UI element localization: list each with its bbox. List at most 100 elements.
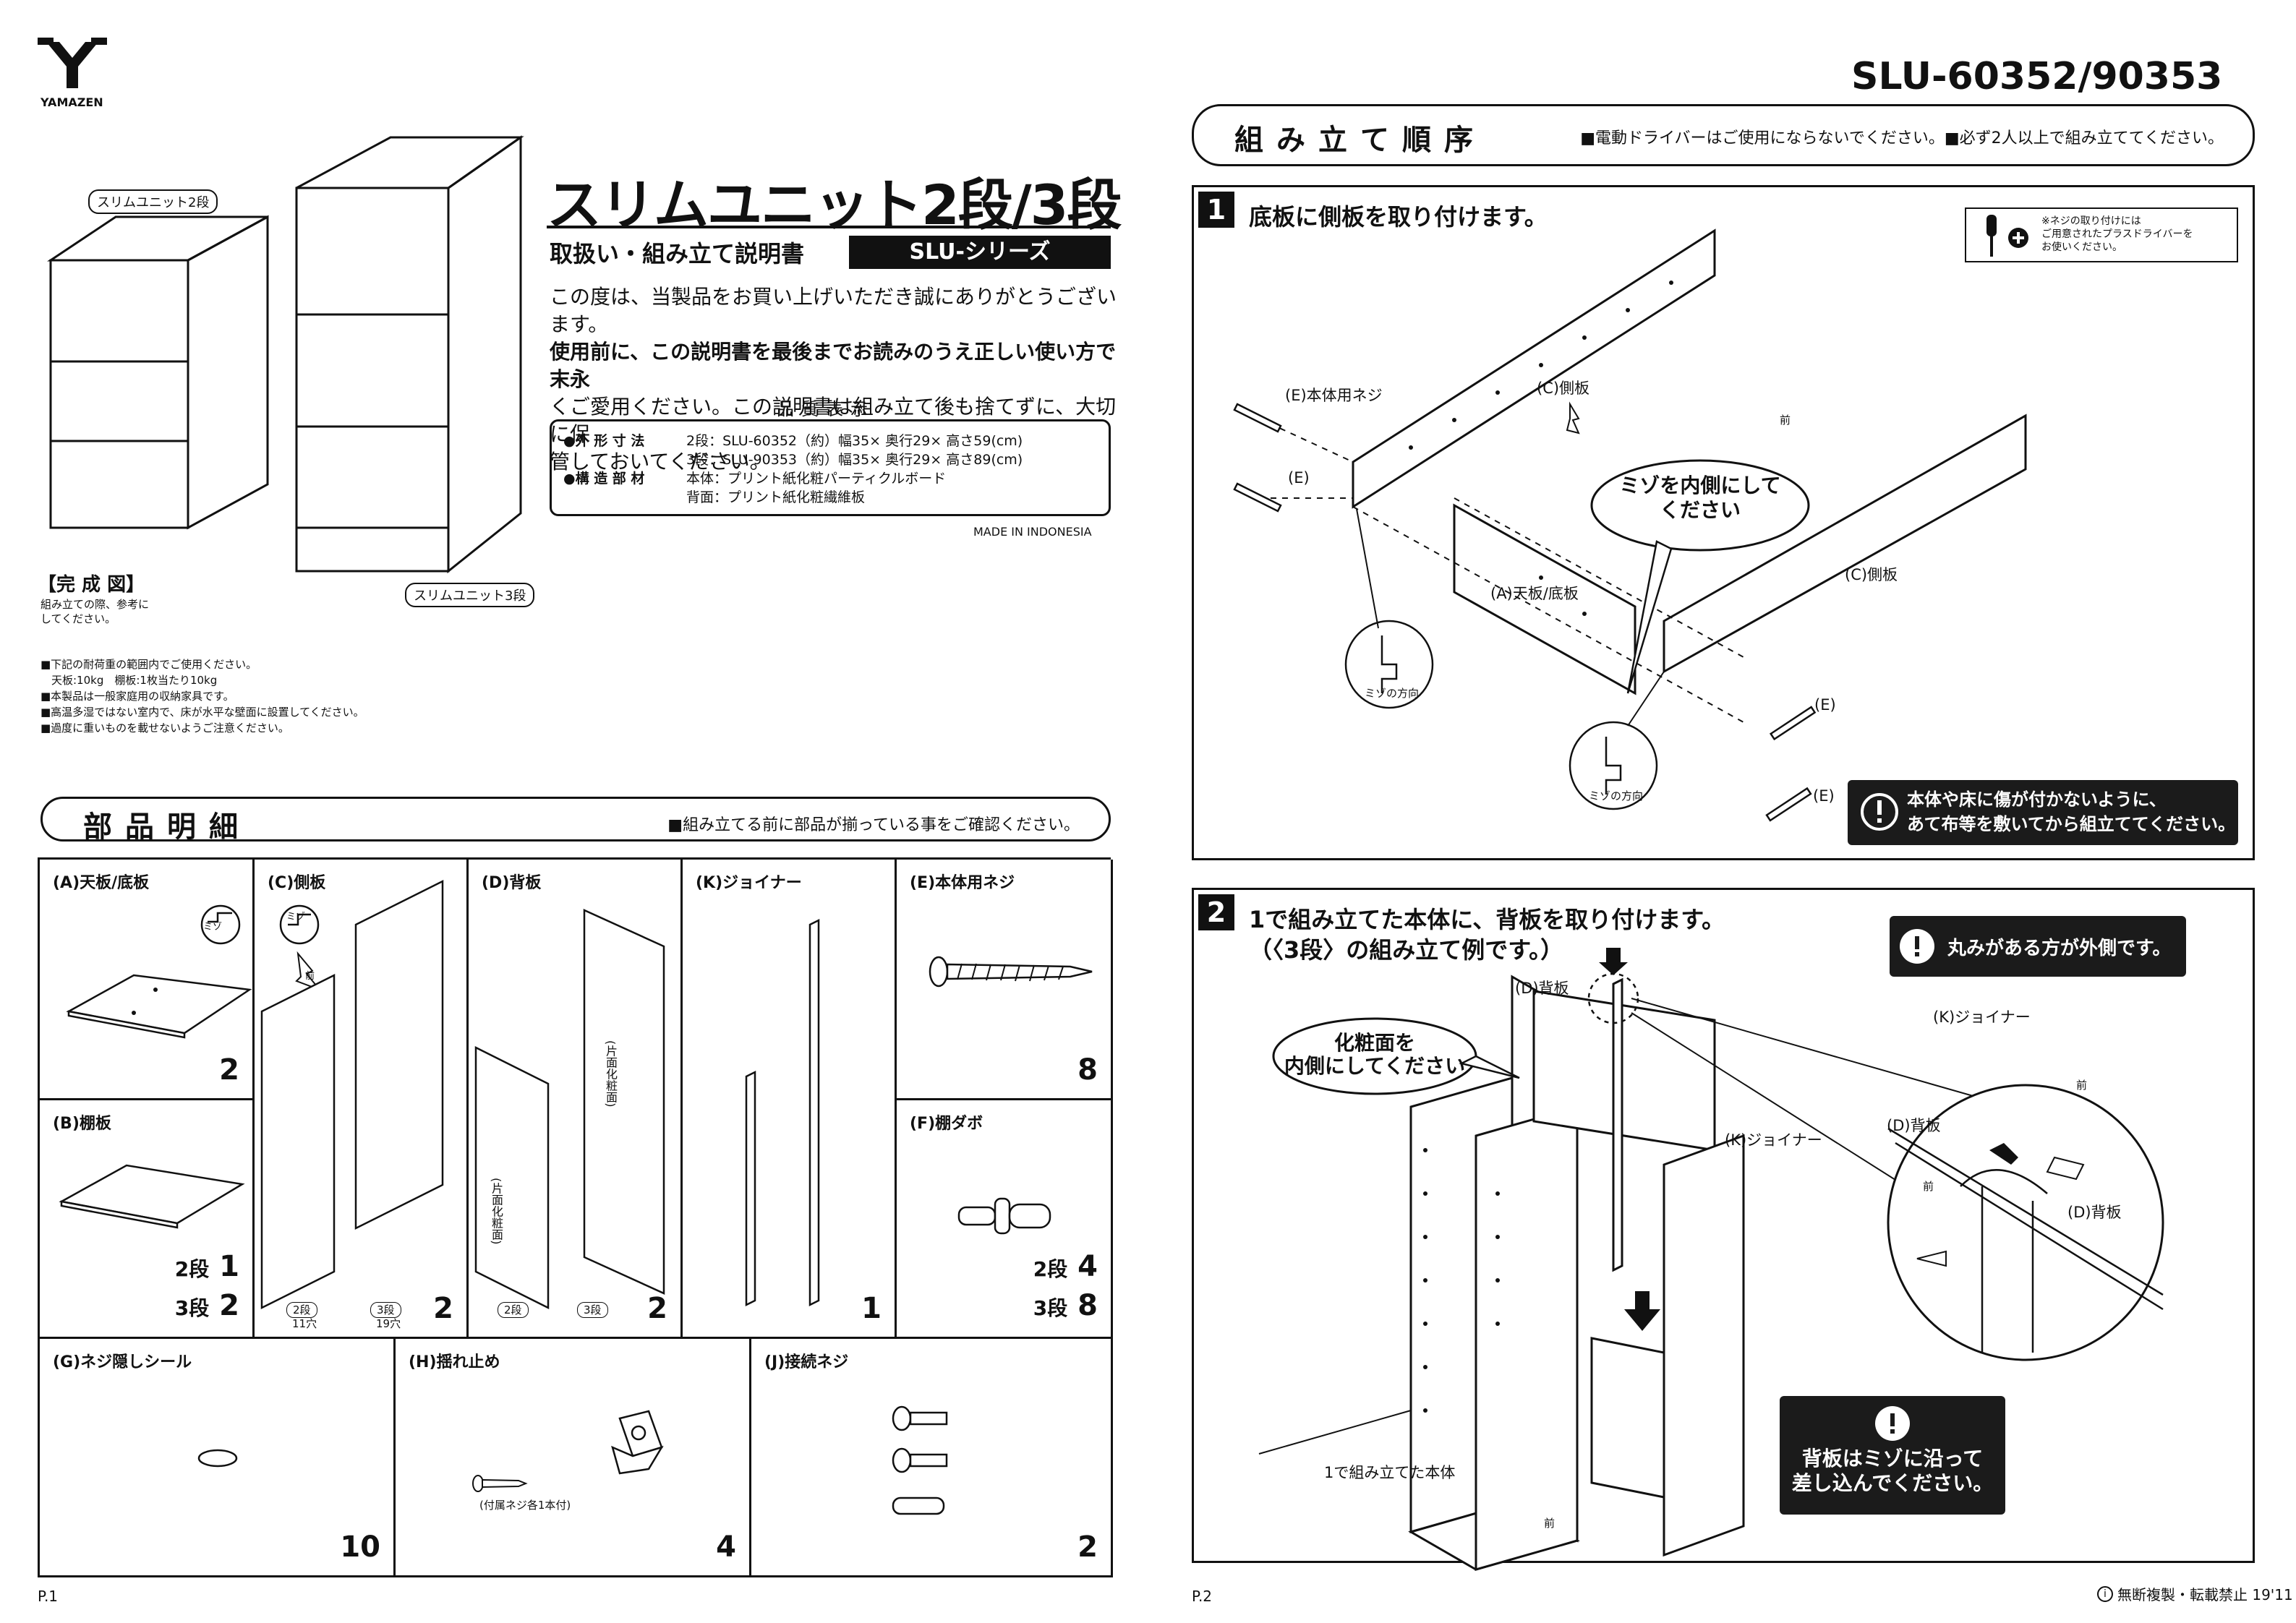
d-3tier-tag: 3段 [577, 1302, 608, 1318]
part-a-label: (A)天板/底板 [53, 874, 150, 892]
material-key: ●構 造 部 材 [563, 471, 645, 487]
size-key: ●外 形 寸 法 [563, 433, 645, 449]
made-in: MADE IN INDONESIA [973, 525, 1092, 539]
yamazen-logo-icon [38, 38, 107, 88]
model-number: SLU-60352/90353 [1851, 55, 2223, 98]
intro-line-4: 管しておいてください。 [550, 450, 770, 474]
quality-heading: 品質表示 [777, 399, 875, 419]
f-2tier-count: 4 [1077, 1250, 1098, 1283]
figure-title: 【完 成 図】 [38, 574, 145, 596]
part-h-cell: (H)揺れ止め (付属ネジ各1本付) 4 [396, 1339, 751, 1577]
step-2-round-note: 丸みがある方が外側です。 [1947, 938, 2172, 959]
part-h-label: (H)揺れ止め [409, 1353, 500, 1371]
part-c-label: (C)側板 [268, 874, 326, 892]
shelf-board-icon [59, 1164, 245, 1229]
b-2tier-label: 2段 [174, 1257, 210, 1281]
parts-section-title: 部品明細 [83, 810, 251, 844]
c-3tier-holes: 19穴 [376, 1317, 401, 1330]
part-f-cell: (F)棚ダボ 2段 4 3段 8 [897, 1100, 1113, 1339]
figure-label-3tier: スリムユニット3段 [405, 583, 535, 607]
part-j-label: (J)接続ネジ [764, 1353, 849, 1371]
brand-name: YAMAZEN [40, 95, 103, 109]
part-e-cell: (E)本体用ネジ 8 [897, 860, 1113, 1100]
c-2tier-holes: 11穴 [292, 1317, 317, 1330]
connector-screw-icon [892, 1405, 948, 1515]
part-k-label: (K)ジョイナー [696, 874, 802, 892]
step-1-board-label: (A)天板/底板 [1490, 585, 1579, 602]
step-2-front-mark-3: 前 [1544, 1517, 1555, 1530]
intro-text: この度は、当製品をお買い上げいただき誠にありがとうございます。 使用前に、この説… [550, 283, 1121, 476]
d-face-note-2: (片面化粧面) [604, 1040, 618, 1108]
step-1-front-mark: 前 [1780, 414, 1791, 427]
page-number-1: P.1 [38, 1588, 59, 1605]
intro-line-1: この度は、当製品をお買い上げいただき誠にありがとうございます。 [550, 285, 1117, 336]
assembly-title: 組み立て順序 [1234, 124, 1486, 157]
step-1-e-label-3: (E) [1813, 787, 1835, 805]
part-a-qty: 2 [219, 1053, 239, 1087]
part-f-label: (F)棚ダボ [910, 1115, 983, 1133]
step-1-side-label-2: (C)側板 [1845, 566, 1898, 583]
note-2: 天板:10kg 棚板:1枚当たり10kg [40, 674, 218, 687]
note-5: ■過度に重いものを載せないようご注意ください。 [40, 721, 289, 735]
finished-shelves-illustration [47, 135, 524, 574]
step-2-number: 2 [1198, 894, 1234, 930]
back-board-icon [474, 909, 665, 1310]
part-a-cell: (A)天板/底板 ミゾ 2 [40, 860, 255, 1100]
copyright: i 無断複製・転載禁止 19'11 [2097, 1583, 2293, 1604]
step-2-diagram [1258, 916, 2186, 1571]
step-1-panel: 1 底板に側板を取り付けます。 ※ネジの取り付けには ご用意されたプラスドライバ… [1192, 185, 2255, 860]
warning-line-2: あて布等を敷いてから組立ててください。 [1907, 814, 2236, 834]
part-g-cell: (G)ネジ隠しシール 10 [40, 1339, 396, 1577]
parts-grid: (A)天板/底板 ミゾ 2 (B)棚板 2段 1 3段 2 (C)側板 [38, 857, 1113, 1577]
copyright-text: 無断複製・転載禁止 19'11 [2117, 1586, 2293, 1603]
c-front: 前 [305, 971, 315, 982]
step-1-warning: 本体や床に傷が付かないように、 あて布等を敷いてから組立ててください。 [1907, 787, 2235, 836]
part-d-cell: (D)背板 (片面化粧面) (片面化粧面) 2段 3段 2 [469, 860, 683, 1339]
usage-notes: ■下記の耐荷重の範囲内でご使用ください。 天板:10kg 棚板:1枚当たり10k… [40, 656, 364, 736]
figure-label-2tier: スリムユニット2段 [88, 189, 218, 214]
part-c-qty: 2 [433, 1292, 453, 1325]
part-c-cell: (C)側板 ミゾ 前 2段 11穴 3段 19穴 2 [255, 860, 469, 1339]
page-number-2: P.2 [1192, 1588, 1213, 1605]
part-g-label: (G)ネジ隠しシール [53, 1353, 192, 1371]
part-f-qty: 2段 4 3段 8 [1033, 1249, 1098, 1327]
size-value-2tier: 2段：SLU-60352（約）幅35× 奥行29× 高さ59(cm) [686, 433, 1023, 449]
f-3tier-count: 8 [1077, 1289, 1098, 1322]
step2-warning-2: 差し込んでください。 [1791, 1471, 1994, 1495]
h-note: (付属ネジ各1本付) [479, 1499, 571, 1512]
note-3: ■本製品は一般家庭用の収納家具です。 [40, 690, 234, 703]
part-j-qty: 2 [1077, 1530, 1098, 1564]
material-back: 背面：プリント紙化粧繊維板 [686, 489, 866, 505]
material-body: 本体：プリント紙化粧パーティクルボード [686, 471, 947, 487]
f-3tier-label: 3段 [1033, 1296, 1068, 1320]
step2-callout-1: 化粧面を [1333, 1031, 1415, 1055]
side-board-icon [260, 879, 444, 1310]
driver-note-1: ※ネジの取り付けには [2041, 215, 2141, 227]
series-badge: SLU-シリーズ [849, 236, 1111, 269]
top-bottom-board-icon [66, 904, 252, 1039]
joiner-icon [745, 918, 820, 1307]
step-1-number: 1 [1198, 192, 1234, 228]
shelf-dowel-icon [957, 1197, 1051, 1235]
mizo-label: ミゾ [203, 922, 223, 933]
manual-subtitle: 取扱い・組み立て説明書 [550, 240, 805, 267]
screwdriver-icon [1986, 215, 2028, 257]
step-2-warning: 背板はミゾに沿って 差し込んでください。 [1780, 1447, 2005, 1496]
info-icon: i [2097, 1585, 2113, 1602]
assembly-section-header: 組み立て順序 ■電動ドライバーはご使用にならないでください。■必ず2人以上で組み… [1192, 104, 2255, 166]
part-j-cell: (J)接続ネジ 2 [751, 1339, 1113, 1577]
step2-warning-1: 背板はミゾに沿って [1801, 1447, 1984, 1470]
c-3tier-tag: 3段 [370, 1302, 401, 1318]
title-underline [547, 226, 1111, 228]
intro-line-3: くご愛用ください。この説明書は組み立て後も捨てずに、大切に保 [550, 395, 1117, 446]
note-4: ■高温多湿ではない室内で、床が水平な壁面に設置してください。 [40, 706, 364, 719]
part-e-qty: 8 [1077, 1053, 1098, 1087]
f-2tier-label: 2段 [1033, 1257, 1068, 1281]
b-2tier-count: 1 [219, 1250, 239, 1283]
step-2-joiner-label-1: (K)ジョイナー [1725, 1131, 1822, 1149]
driver-note-3: お使いください。 [2041, 241, 2122, 253]
step-2-front-mark-1: 前 [2076, 1079, 2088, 1092]
brand-logo: YAMAZEN [38, 38, 107, 110]
body-screw-icon [929, 956, 1093, 988]
part-e-label: (E)本体用ネジ [910, 874, 1015, 892]
